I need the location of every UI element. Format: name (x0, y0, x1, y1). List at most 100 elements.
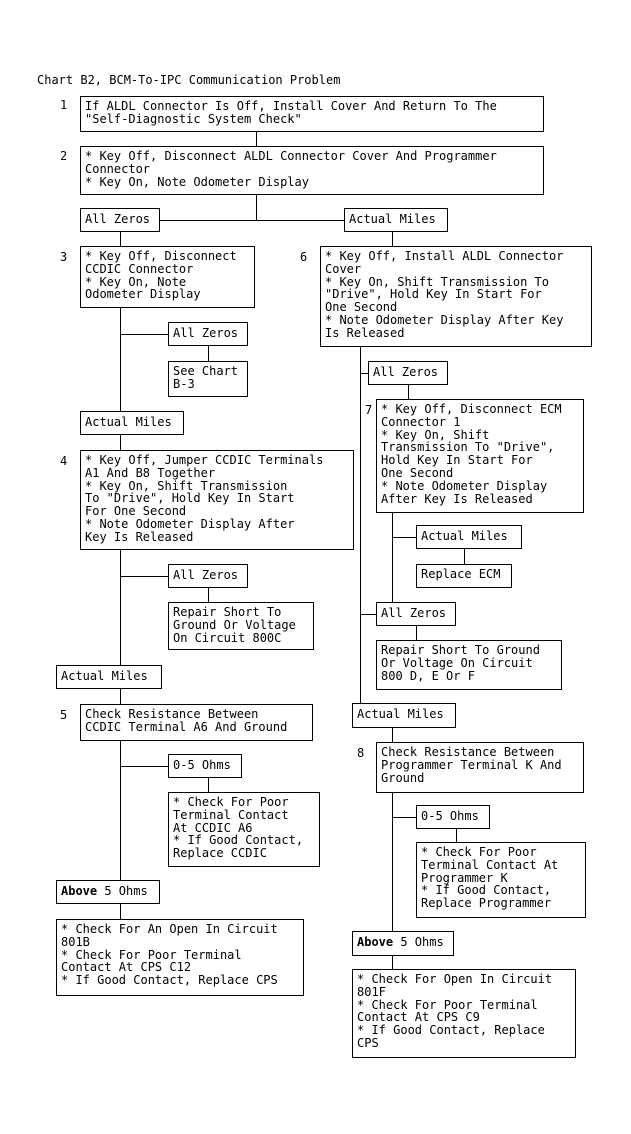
box-text-line: Contact At CPS C12 (61, 960, 192, 975)
step-4-box: * Key Off, Jumper CCDIC Terminals A1 And… (80, 450, 354, 550)
connector (392, 728, 393, 742)
branch-label: Above 5 Ohms (61, 885, 148, 898)
box-text-line: Check Resistance Between (85, 707, 259, 721)
box-text-line: 801F (357, 984, 386, 999)
result-open-801f: * Check For Open In Circuit 801F* Check … (352, 969, 576, 1058)
step-1-box: If ALDL Connector Is Off, Install Cover … (80, 96, 544, 132)
step-2-box: * Key Off, Disconnect ALDL Connector Cov… (80, 146, 544, 195)
step-6-box: * Key Off, Install ALDL Connector Cover*… (320, 246, 592, 347)
box-text-line: * Check For Poor (421, 845, 537, 859)
step-7-number: 7 (365, 403, 373, 417)
branch-label: All Zeros (173, 568, 239, 582)
box-text-line: To "Drive", Hold Key In Start (85, 491, 295, 506)
connector (120, 904, 121, 919)
actual-miles-node-4: Actual Miles (56, 665, 162, 689)
box-text-line: If ALDL Connector Is Off, Install Cover … (85, 99, 497, 113)
connector (256, 195, 257, 220)
box-text-line: Replace Programmer (421, 896, 552, 911)
connector (416, 626, 417, 640)
actual-miles-node-1: Actual Miles (344, 208, 448, 232)
box-text-line: Repair Short To Ground (381, 643, 540, 657)
above-5-ohms-node-8: Above 5 Ohms (352, 931, 454, 956)
box-text-line: One Second (381, 466, 454, 480)
box-text-line: Transmission To "Drive", (381, 440, 555, 455)
branch-label: 0-5 Ohms (421, 809, 479, 823)
ohms-low-node-5: 0-5 Ohms (168, 754, 242, 778)
box-text-line: * Note Odometer Display After (85, 517, 295, 531)
box-text-line: See Chart (173, 364, 239, 378)
box-text-line: * Key Off, Disconnect (85, 249, 237, 263)
box-text-line: One Second (325, 300, 398, 315)
connector (208, 588, 209, 602)
branch-label: All Zeros (173, 326, 239, 340)
step-1-number: 1 (60, 98, 68, 112)
box-text-line: A1 And B8 Together (85, 465, 216, 480)
box-text-line: 800 D, E Or F (381, 668, 475, 683)
connector (120, 334, 168, 335)
connector (160, 220, 344, 221)
box-text-line: Repair Short To (173, 605, 282, 619)
box-text-line: * If Good Contact, Replace CPS (61, 973, 278, 988)
box-text-line: Check Resistance Between (381, 745, 555, 759)
step-5-number: 5 (60, 708, 68, 722)
branch-label: All Zeros (381, 606, 447, 620)
step-3-box: * Key Off, Disconnect CCDIC Connector* K… (80, 246, 255, 308)
box-text-line: "Self-Diagnostic System Check" (85, 111, 302, 126)
step-8-number: 8 (357, 746, 365, 760)
step-2-number: 2 (60, 149, 68, 163)
box-text-line: Ground (381, 770, 425, 785)
connector (392, 793, 393, 931)
box-text-line: CPS (357, 1036, 379, 1050)
result-ccdic-contact: * Check For Poor Terminal Contact At CCD… (168, 792, 320, 867)
connector (360, 347, 361, 703)
actual-miles-node-3: Actual Miles (80, 411, 184, 435)
ohms-text: 5 Ohms (97, 884, 148, 898)
box-text-line: On Circuit 800C (173, 630, 282, 645)
all-zeros-node-3: All Zeros (168, 322, 248, 346)
box-text-line: * Key Off, Install ALDL Connector (325, 249, 564, 263)
box-text-line: 801B (61, 934, 90, 949)
result-programmer-contact: * Check For Poor Terminal Contact At Pro… (416, 842, 586, 918)
box-text-line: For One Second (85, 504, 187, 519)
box-text-line: Programmer K (421, 870, 508, 885)
box-text-line: Programmer Terminal K And (381, 757, 562, 772)
ohms-text: 5 Ohms (393, 935, 444, 949)
connector (120, 741, 121, 880)
box-text-line: After Key Is Released (381, 491, 533, 506)
connector (360, 373, 368, 374)
branch-label: Actual Miles (61, 669, 148, 683)
branch-label: Above 5 Ohms (357, 936, 444, 949)
box-text-line: * Check For Poor Terminal (61, 947, 242, 962)
box-text-line: "Drive", Hold Key In Start For (325, 287, 542, 302)
connector (120, 308, 121, 411)
above-word: Above (61, 884, 98, 898)
branch-label: Actual Miles (421, 529, 508, 543)
ohms-low-node-8: 0-5 Ohms (416, 805, 490, 829)
box-text-line: * Key On, Note Odometer Display (85, 174, 309, 189)
box-text-line: * Key On, Shift Transmission To (325, 274, 549, 289)
box-text-line: Connector 1 (381, 414, 461, 429)
box-text-line: B-3 (173, 376, 195, 391)
all-zeros-node-4: All Zeros (168, 564, 248, 588)
result-open-801b: * Check For An Open In Circuit 801B* Che… (56, 919, 304, 996)
actual-miles-node-6: Actual Miles (352, 703, 456, 728)
result-replace-ecm: Replace ECM (416, 564, 512, 588)
above-word: Above (357, 935, 394, 949)
branch-label: All Zeros (85, 212, 151, 226)
box-text-line: * If Good Contact, Replace (357, 1023, 545, 1038)
box-text-line: * If Good Contact, (421, 883, 552, 898)
box-text-line: CCDIC Terminal A6 And Ground (85, 719, 288, 734)
connector (208, 778, 209, 792)
connector (256, 132, 257, 146)
connector (120, 550, 121, 665)
box-text-line: * Check For Poor Terminal (357, 997, 538, 1012)
chart-title: Chart B2, BCM-To-IPC Communication Probl… (37, 73, 341, 87)
box-text-line: * Key On, Note (85, 274, 187, 289)
all-zeros-node-7: All Zeros (376, 602, 456, 626)
branch-label: Actual Miles (85, 415, 172, 429)
